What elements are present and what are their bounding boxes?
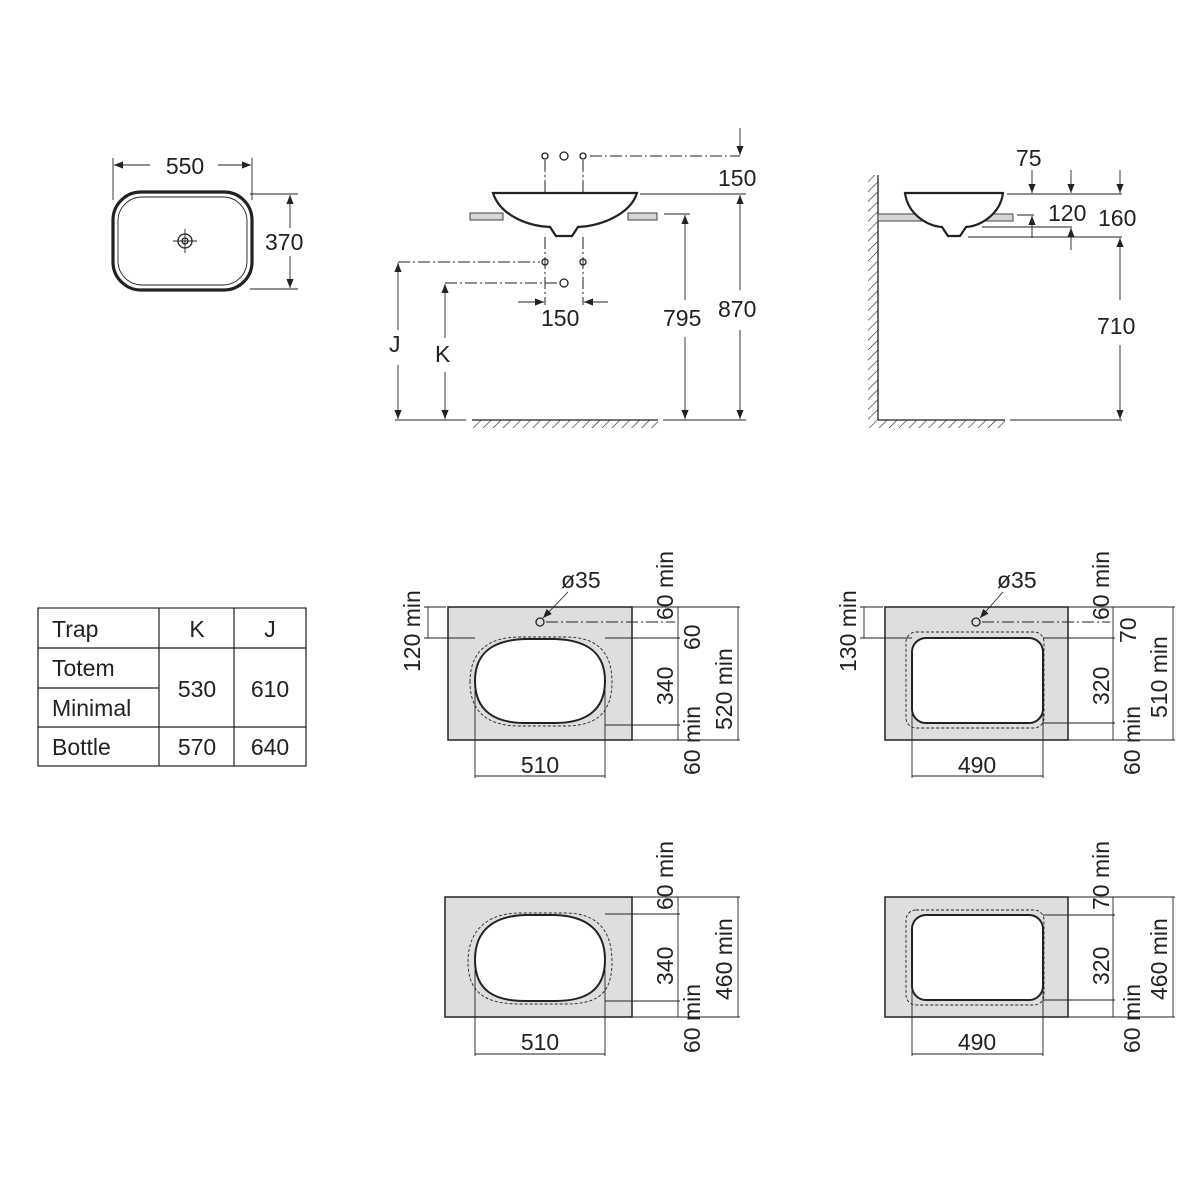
drain-icon (173, 229, 197, 253)
hole-offset: 60 (679, 624, 705, 650)
header-j: J (264, 616, 276, 642)
j-value: 640 (251, 734, 289, 760)
total-depth: 460 min (1146, 918, 1172, 1000)
j-label: J (389, 331, 401, 357)
wall-hatch (868, 175, 878, 420)
top-view: 550 370 (111, 153, 303, 292)
tap-height-dimension: 150 (718, 165, 756, 191)
cutout-rect-with-taphole: ø35 130 min 60 min 70 320 60 min 510 min… (835, 551, 1175, 778)
trap-name: Bottle (52, 734, 111, 760)
top-margin: 120 min (399, 590, 425, 672)
dim-75: 75 (1016, 145, 1042, 171)
cutout-width: 490 (958, 752, 996, 778)
trap-table: Trap K J Totem Minimal 530 610 Bottle 57… (37, 607, 307, 767)
width-dimension: 550 (166, 153, 204, 179)
cutout-oval-with-taphole: ø35 120 min 60 min 60 340 60 min 520 min… (399, 551, 740, 778)
k-value: 530 (178, 676, 216, 702)
margin-top: 60 min (652, 841, 678, 910)
j-value: 610 (251, 676, 289, 702)
trap-spacing-dimension: 150 (541, 305, 579, 331)
margin-bottom: 60 min (1119, 706, 1145, 775)
total-depth: 510 min (1146, 636, 1172, 718)
floor-hatch (472, 420, 658, 428)
hole-diameter: ø35 (561, 567, 601, 593)
rim-height-dimension: 870 (718, 296, 756, 322)
cutout-width: 510 (521, 1029, 559, 1055)
margin-top: 70 min (1088, 841, 1114, 910)
inner-depth: 340 (652, 947, 678, 985)
header-trap: Trap (52, 616, 98, 642)
top-margin: 130 min (835, 590, 861, 672)
total-depth: 460 min (711, 918, 737, 1000)
side-view: 75 120 160 710 (868, 145, 1136, 428)
inner-depth: 320 (1088, 667, 1114, 705)
margin-bottom: 60 min (679, 984, 705, 1053)
margin-top: 60 min (1088, 551, 1114, 620)
margin-bottom: 60 min (1119, 984, 1145, 1053)
inner-depth: 340 (652, 667, 678, 705)
hole-offset: 70 (1115, 617, 1141, 643)
cutout-oval: 60 min 340 60 min 460 min 510 (444, 841, 740, 1056)
floor-hatch (868, 420, 1005, 428)
counter-height-dimension: 795 (663, 305, 701, 331)
dim-120: 120 (1048, 200, 1086, 226)
k-value: 570 (178, 734, 216, 760)
dim-710: 710 (1097, 313, 1135, 339)
hole-diameter: ø35 (997, 567, 1037, 593)
trap-name: Minimal (52, 695, 131, 721)
total-depth: 520 min (711, 648, 737, 730)
margin-bottom: 60 min (679, 706, 705, 775)
inner-depth: 320 (1088, 947, 1114, 985)
tap-hole-markers (541, 151, 587, 288)
header-k: K (189, 616, 205, 642)
trap-name: Totem (52, 655, 115, 681)
depth-dimension: 370 (265, 229, 303, 255)
cutout-width: 510 (521, 752, 559, 778)
cutout-rect: 70 min 320 60 min 460 min 490 (884, 841, 1175, 1056)
front-view: 150 870 795 J K 150 (389, 128, 756, 428)
margin-top: 60 min (652, 551, 678, 620)
dim-160: 160 (1098, 205, 1136, 231)
cutout-width: 490 (958, 1029, 996, 1055)
k-label: K (435, 341, 451, 367)
